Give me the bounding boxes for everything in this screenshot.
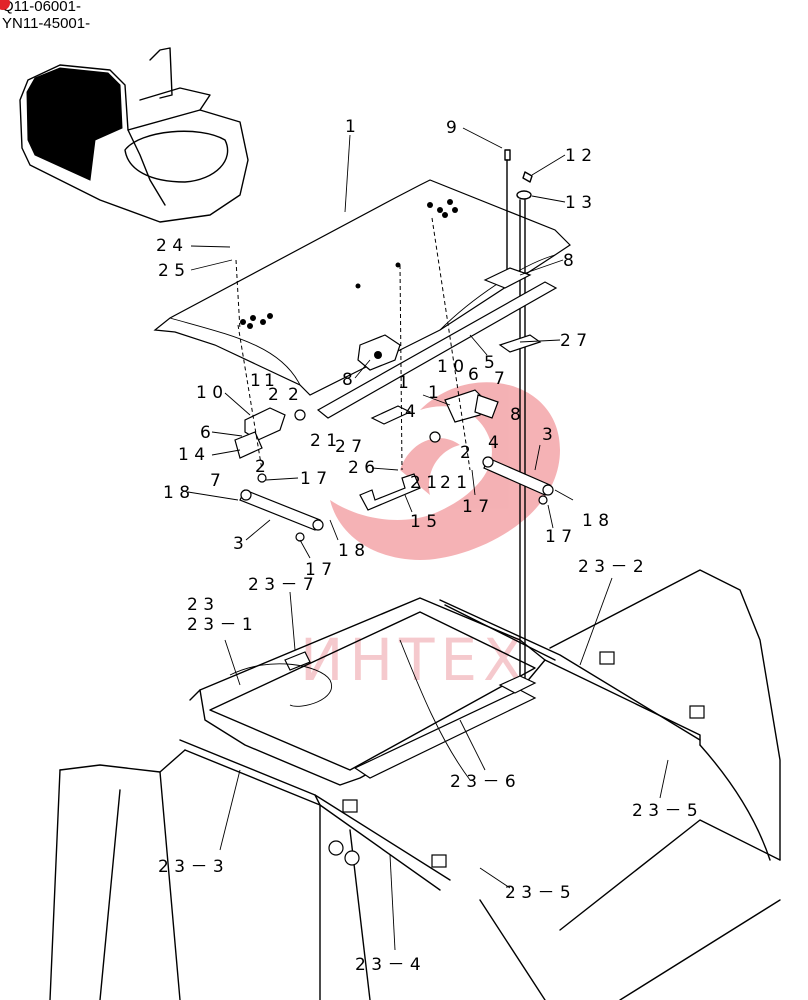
callout-23-4: 2 3 － 4 [355,955,421,975]
callout-23-6: 2 3 － 6 [450,772,516,792]
leader-lines [187,127,669,951]
grab-handle-part-15 [359,473,421,511]
callout-2: 2 [268,385,279,405]
callout-23-5: 2 3 － 5 [505,883,571,903]
gas-strut-left [239,489,324,542]
serial-range-2: YN11-45001- [2,15,91,32]
callout-23: 2 3 [187,595,214,615]
callout-15: 1 5 [410,512,437,532]
roof-panel-part-1 [153,179,571,396]
callout-9: 9 [446,118,457,138]
callout-5: 5 [484,353,495,373]
callout-labels: 1 9 1 2 1 3 8 2 4 2 5 2 7 5 8 1 0 1 2 2 … [156,117,698,975]
callout-21: 2 1 [310,431,337,451]
callout-27: 2 7 [335,437,362,457]
callout-1: 1 [428,383,439,403]
callout-6: 6 [468,365,479,385]
callout-23-3: 2 3 － 3 [158,857,224,877]
watermark-text: ИНТЕХ [300,626,529,694]
callout-3: 3 [233,534,244,554]
callout-27: 2 7 [560,331,587,351]
watermark-swirl-shape [330,382,560,560]
callout-21: 2 1 [440,473,467,493]
callout-18: 1 8 [163,483,190,503]
fasteners-top-right [483,149,533,681]
callout-2: 2 [255,457,266,477]
callout-10: 1 0 [196,383,223,403]
callout-14: 1 4 [178,445,205,465]
callout-26: 2 6 [348,458,375,478]
callout-23-2: 2 3 － 2 [578,557,644,577]
callout-17: 1 7 [300,469,327,489]
hinge-bracket-left [234,407,306,483]
callout-4: 4 [405,402,416,422]
callout-17: 1 7 [545,527,572,547]
callout-17: 1 7 [462,497,489,517]
callout-18: 1 8 [582,511,609,531]
callout-2: 2 [288,385,299,405]
serial-range-1: Q11-06001- [2,0,81,15]
callout-25: 2 5 [158,261,185,281]
callout-8: 8 [342,370,353,390]
callout-1: 1 [345,117,356,137]
callout-8: 8 [510,405,521,425]
callout-2: 2 [460,443,471,463]
callout-13: 1 3 [565,193,592,213]
callout-23-7: 2 3 － 7 [248,575,314,595]
cab-inset-thumbnail [19,47,249,223]
callout-7: 7 [494,369,505,389]
callout-23-1: 2 3 － 1 [187,615,253,635]
cab-roof-frame-part-23 [49,569,781,1000]
callout-1: 1 [250,371,261,391]
callout-6: 6 [200,423,211,443]
gas-strut-right [482,456,554,505]
callout-23-5: 2 3 － 5 [632,801,698,821]
callout-21: 2 1 [410,473,437,493]
callout-3: 3 [542,425,553,445]
rail-part-5 [316,281,558,425]
marker-dot-icon [0,0,10,10]
alignment-lines [235,217,471,471]
callout-24: 2 4 [156,236,183,256]
callout-12: 1 2 [565,146,592,166]
callout-10: 1 0 [437,357,464,377]
callout-8: 8 [563,251,574,271]
callout-1: 1 [264,371,275,391]
callout-18: 1 8 [338,541,365,561]
callout-7: 7 [210,471,221,491]
callout-17: 1 7 [305,560,332,580]
callout-1: 1 [398,373,409,393]
callout-4: 4 [488,433,499,453]
